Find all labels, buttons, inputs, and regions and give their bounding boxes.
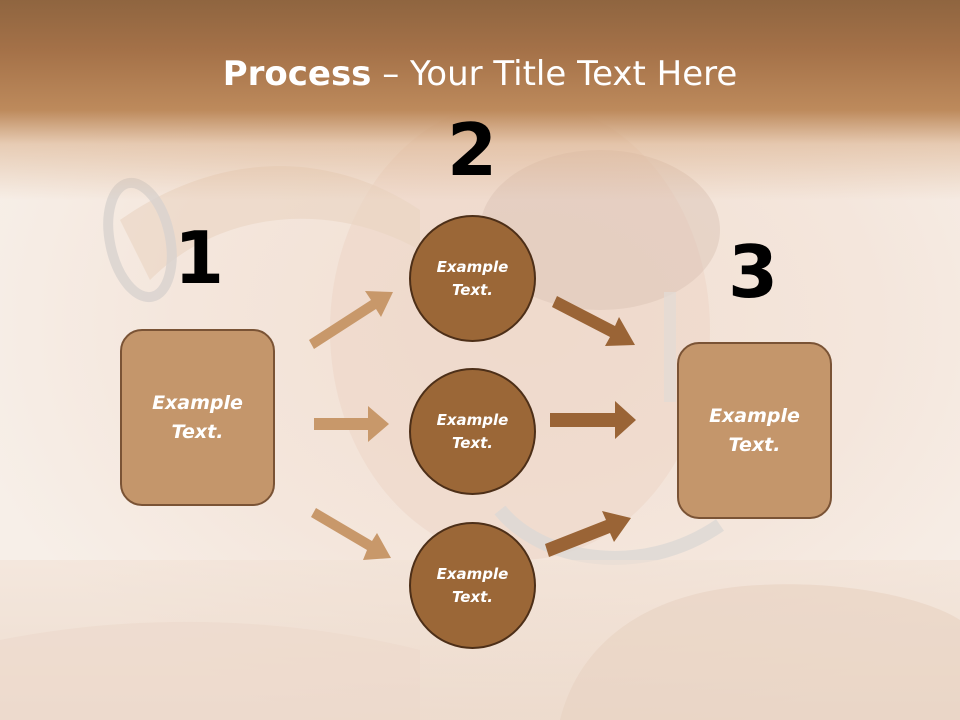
step-number-1: 1 xyxy=(173,216,225,300)
arrow-left-to-middle xyxy=(314,406,389,442)
step2-circle-bottom[interactable]: Example Text. xyxy=(409,522,536,649)
title-banner xyxy=(0,0,960,200)
step-number-3: 3 xyxy=(727,230,779,314)
circle-middle-text: Example Text. xyxy=(436,410,509,452)
step3-box-text: Example Text. xyxy=(709,404,800,456)
step3-box[interactable]: Example Text. xyxy=(677,342,832,519)
step-number-2: 2 xyxy=(446,108,498,192)
arrow-top-to-right xyxy=(552,296,635,346)
arrow-bottom-to-right xyxy=(545,511,631,557)
slide-title: Process – Your Title Text Here xyxy=(0,52,960,96)
step2-circle-middle[interactable]: Example Text. xyxy=(409,368,536,495)
title-rest-part: – Your Title Text Here xyxy=(371,54,738,94)
circle-bottom-text: Example Text. xyxy=(436,564,509,606)
circle-top-text: Example Text. xyxy=(436,257,509,299)
step1-box[interactable]: Example Text. xyxy=(120,329,275,506)
arrow-left-to-top xyxy=(309,291,393,349)
step1-box-text: Example Text. xyxy=(152,391,243,443)
step2-circle-top[interactable]: Example Text. xyxy=(409,215,536,342)
arrow-left-to-bottom xyxy=(311,508,391,560)
arrow-middle-to-right xyxy=(550,401,636,439)
title-bold-part: Process xyxy=(222,54,372,94)
